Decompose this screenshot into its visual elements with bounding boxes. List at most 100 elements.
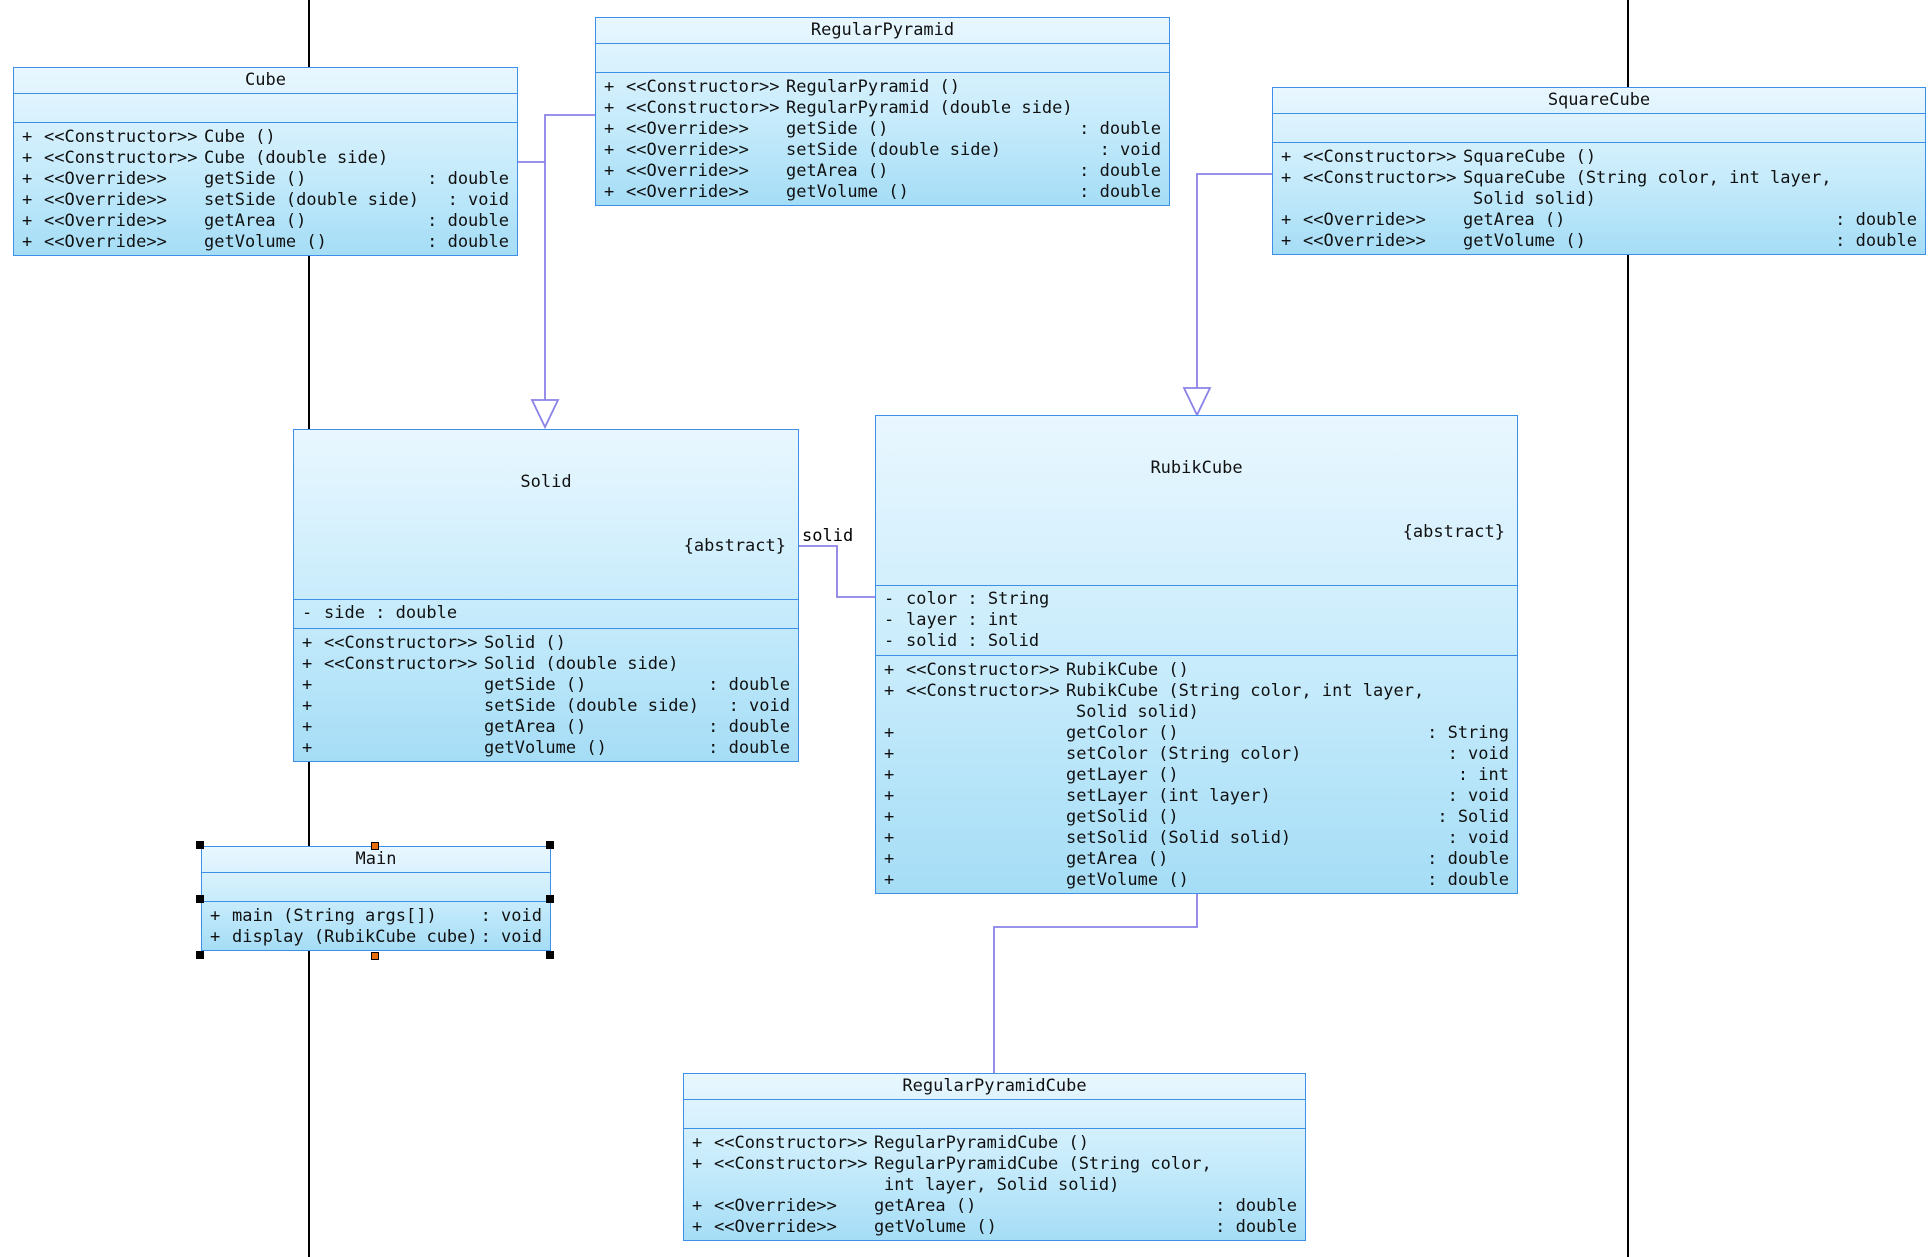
operation-return-type: : int: [1457, 765, 1509, 785]
operation-row[interactable]: +<<Constructor>>Cube (double side): [22, 148, 509, 169]
operation-row[interactable]: +<<Override>>getArea (): double: [692, 1196, 1297, 1217]
visibility-marker: +: [884, 849, 895, 869]
class-square-cube[interactable]: SquareCube +<<Constructor>>SquareCube ()…: [1272, 87, 1926, 255]
operation-signature: Cube (double side): [204, 148, 389, 168]
operation-row[interactable]: +main (String args[]): void: [210, 906, 542, 927]
operation-row[interactable]: +<<Override>>getArea (): double: [604, 161, 1161, 182]
operation-stereotype: [324, 717, 484, 738]
attribute-row[interactable]: -solid : Solid: [884, 631, 1509, 652]
operation-row[interactable]: +getArea (): double: [884, 849, 1509, 870]
selection-handle-nw[interactable]: [196, 841, 204, 849]
class-solid-attributes: -side : double: [294, 600, 798, 629]
operation-row[interactable]: +<<Override>>getArea (): double: [1281, 210, 1917, 231]
operation-row[interactable]: +<<Override>>getVolume (): double: [692, 1217, 1297, 1238]
operation-row[interactable]: +display (RubikCube cube): void: [210, 927, 542, 948]
operation-row[interactable]: +setSolid (Solid solid): void: [884, 828, 1509, 849]
operation-row[interactable]: +<<Override>>getVolume (): double: [604, 182, 1161, 203]
operation-row[interactable]: +<<Constructor>>Cube (): [22, 127, 509, 148]
operation-stereotype: <<Override>>: [44, 211, 167, 231]
operation-row[interactable]: +getVolume (): double: [884, 870, 1509, 891]
class-main-attributes: [202, 873, 550, 902]
operation-signature: getArea (): [484, 717, 587, 737]
class-rubik-cube[interactable]: RubikCube {abstract} -color : String-lay…: [875, 415, 1518, 894]
class-regular-pyramid[interactable]: RegularPyramid +<<Constructor>>RegularPy…: [595, 17, 1170, 206]
edge-squarecube-to-rubikcube[interactable]: [1196, 173, 1272, 388]
operation-signature-continuation: int layer, Solid solid): [884, 1175, 1120, 1195]
operation-return-type: : double: [708, 717, 790, 737]
operation-return-type: : double: [427, 232, 509, 252]
visibility-marker: +: [210, 927, 221, 947]
operation-row[interactable]: +getLayer (): int: [884, 765, 1509, 786]
operation-stereotype: [906, 849, 1066, 870]
operation-row[interactable]: +<<Constructor>>RubikCube (String color,…: [884, 681, 1509, 702]
operation-row[interactable]: +<<Override>>setSide (double side): void: [604, 140, 1161, 161]
operation-signature: getVolume (): [1066, 870, 1189, 890]
selection-handle-s[interactable]: [371, 952, 379, 960]
class-regular-pyramid-attributes: [596, 44, 1169, 73]
class-square-cube-attributes: [1273, 114, 1925, 143]
class-main-operations: +main (String args[]): void+ display (Rub…: [202, 902, 550, 950]
operation-row[interactable]: +<<Constructor>>RegularPyramid (): [604, 77, 1161, 98]
operation-row[interactable]: +<<Override>>setSide (double side): void: [22, 190, 509, 211]
class-regular-pyramid-cube-operations: +<<Constructor>>RegularPyramidCube ()+<<…: [684, 1129, 1305, 1240]
operation-stereotype: [906, 723, 1066, 744]
operation-row[interactable]: +<<Override>>getSide (): double: [22, 169, 509, 190]
visibility-marker: +: [604, 77, 615, 97]
operation-row[interactable]: +getVolume (): double: [302, 738, 790, 759]
attribute-row[interactable]: -layer : int: [884, 610, 1509, 631]
operation-row[interactable]: +getColor (): String: [884, 723, 1509, 744]
operation-row[interactable]: +<<Constructor>>Solid (double side): [302, 654, 790, 675]
operation-return-type: : double: [1215, 1196, 1297, 1216]
operation-row[interactable]: +setColor (String color): void: [884, 744, 1509, 765]
operation-row[interactable]: +setLayer (int layer): void: [884, 786, 1509, 807]
operation-row[interactable]: +getSolid (): Solid: [884, 807, 1509, 828]
visibility-marker: -: [884, 610, 895, 630]
operation-row[interactable]: +<<Constructor>>SquareCube (String color…: [1281, 168, 1917, 189]
attribute-row[interactable]: -color : String: [884, 589, 1509, 610]
visibility-marker: +: [884, 870, 895, 890]
operation-row[interactable]: +<<Override>>getSide (): double: [604, 119, 1161, 140]
operation-row[interactable]: +<<Override>>getVolume (): double: [22, 232, 509, 253]
operation-row[interactable]: +<<Constructor>>Solid (): [302, 633, 790, 654]
selection-handle-se[interactable]: [546, 951, 554, 959]
operation-signature: setSide (double side): [204, 190, 419, 210]
operation-row[interactable]: +<<Constructor>>RegularPyramidCube (Stri…: [692, 1154, 1297, 1175]
operation-stereotype: <<Override>>: [626, 161, 749, 181]
operation-signature: RubikCube (): [1066, 660, 1189, 680]
operation-stereotype: <<Override>>: [44, 232, 167, 252]
edge-association-solid[interactable]: [799, 545, 875, 598]
operation-signature: setColor (String color): [1066, 744, 1302, 764]
selection-handle-e[interactable]: [546, 895, 554, 903]
operation-row[interactable]: +<<Constructor>>RegularPyramid (double s…: [604, 98, 1161, 119]
edge-cube-to-solid[interactable]: [518, 161, 546, 400]
class-cube[interactable]: Cube +<<Constructor>>Cube ()+<<Construct…: [13, 67, 518, 256]
operation-return-type: : double: [708, 675, 790, 695]
operation-stereotype: <<Override>>: [1303, 231, 1426, 251]
class-main[interactable]: Main +main (String args[]): void+display…: [201, 846, 551, 951]
class-solid-header: Solid {abstract}: [294, 430, 798, 600]
operation-row[interactable]: +<<Constructor>>SquareCube (): [1281, 147, 1917, 168]
class-solid[interactable]: Solid {abstract} -side : double +<<Const…: [293, 429, 799, 762]
selection-handle-n[interactable]: [371, 842, 379, 850]
operation-signature: main (String args[]): [232, 906, 437, 926]
operation-signature: setSide (double side): [786, 140, 1001, 160]
operation-signature: display (RubikCube cube): [232, 927, 478, 947]
operation-row[interactable]: +<<Override>>getArea (): double: [22, 211, 509, 232]
class-regular-pyramid-cube[interactable]: RegularPyramidCube +<<Constructor>>Regul…: [683, 1073, 1306, 1241]
operation-row[interactable]: +getSide (): double: [302, 675, 790, 696]
edge-regularpyramid-to-solid[interactable]: [544, 114, 595, 162]
operation-row[interactable]: +<<Constructor>>RegularPyramidCube (): [692, 1133, 1297, 1154]
operation-row[interactable]: +getArea (): double: [302, 717, 790, 738]
operation-row[interactable]: +<<Constructor>>RubikCube (): [884, 660, 1509, 681]
attribute-row[interactable]: -side : double: [302, 603, 790, 624]
operation-signature: getLayer (): [1066, 765, 1179, 785]
operation-stereotype: [906, 786, 1066, 807]
attribute-text: solid : Solid: [906, 631, 1040, 651]
operation-signature: getVolume (): [1463, 231, 1586, 251]
selection-handle-sw[interactable]: [196, 951, 204, 959]
operation-row[interactable]: +<<Override>>getVolume (): double: [1281, 231, 1917, 252]
operation-row[interactable]: +setSide (double side): void: [302, 696, 790, 717]
selection-handle-ne[interactable]: [546, 841, 554, 849]
selection-handle-w[interactable]: [196, 895, 204, 903]
operation-stereotype: [906, 744, 1066, 765]
